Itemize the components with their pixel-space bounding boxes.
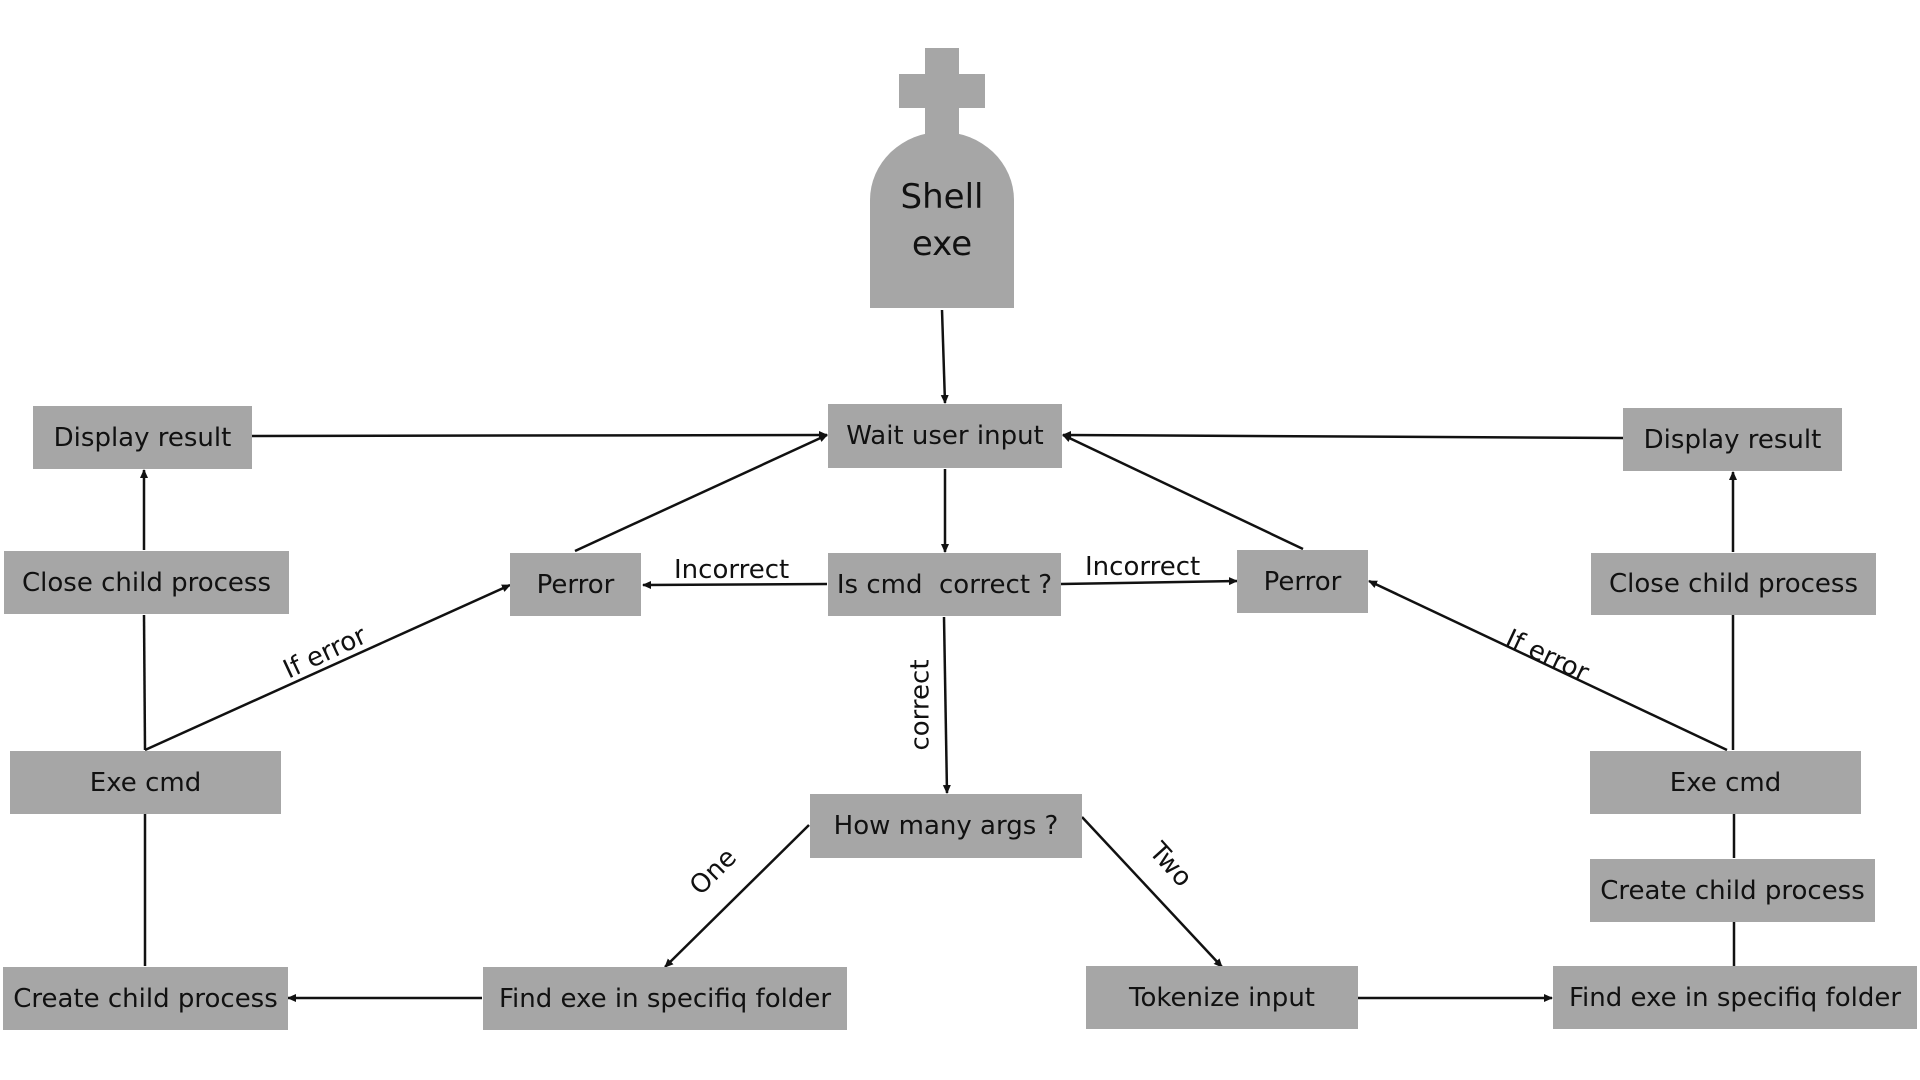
edge-perror-right-to-wait	[1062, 433, 1304, 551]
start-label-line1: Shell	[900, 177, 984, 217]
edge-how-many-to-find-left	[664, 824, 810, 968]
edge-how-many-to-tokenize	[1081, 816, 1223, 968]
edge-start-to-wait	[940, 309, 949, 404]
edge-label-incorrect-right: Incorrect	[1085, 552, 1201, 582]
right-display-result-node: Display result	[1623, 408, 1842, 471]
perror-right-node: Perror	[1237, 550, 1368, 613]
right-create-child-node: Create child process	[1590, 859, 1875, 922]
edge-label-correct: correct	[905, 659, 936, 751]
start-label-line2: exe	[911, 224, 973, 264]
left-close-child-node: Close child process	[4, 551, 289, 614]
wait-user-input-node: Wait user input	[828, 404, 1062, 468]
edge-is-cmd-to-perror-left	[642, 580, 828, 589]
edge-left-display-to-wait	[251, 431, 828, 440]
perror-left-node: Perror	[510, 553, 641, 616]
edge-is-cmd-to-how-many	[942, 616, 951, 794]
how-many-args-node: How many args ?	[810, 794, 1082, 858]
edge-perror-left-to-wait	[574, 433, 828, 553]
edge-label-incorrect-left: Incorrect	[674, 555, 790, 585]
right-close-child-node: Close child process	[1591, 553, 1876, 615]
left-exe-cmd-node: Exe cmd	[10, 751, 281, 814]
tombstone-cross-icon	[870, 48, 1014, 308]
edge-right-display-to-wait	[1062, 431, 1624, 440]
right-exe-cmd-node: Exe cmd	[1590, 751, 1861, 814]
edge-exe-right-to-perror-right	[1368, 579, 1728, 752]
left-display-result-node: Display result	[33, 406, 252, 469]
left-find-exe-node: Find exe in specifiq folder	[483, 967, 847, 1030]
tokenize-input-node: Tokenize input	[1086, 966, 1358, 1029]
left-create-child-node: Create child process	[3, 967, 288, 1030]
edge-is-cmd-to-perror-right	[1060, 577, 1238, 586]
edge-exe-left-to-perror-left	[144, 583, 511, 752]
edge-exe-left-to-close-left	[142, 614, 147, 751]
is-cmd-correct-node: Is cmd correct ?	[828, 553, 1061, 616]
right-find-exe-node: Find exe in specifiq folder	[1553, 966, 1917, 1029]
